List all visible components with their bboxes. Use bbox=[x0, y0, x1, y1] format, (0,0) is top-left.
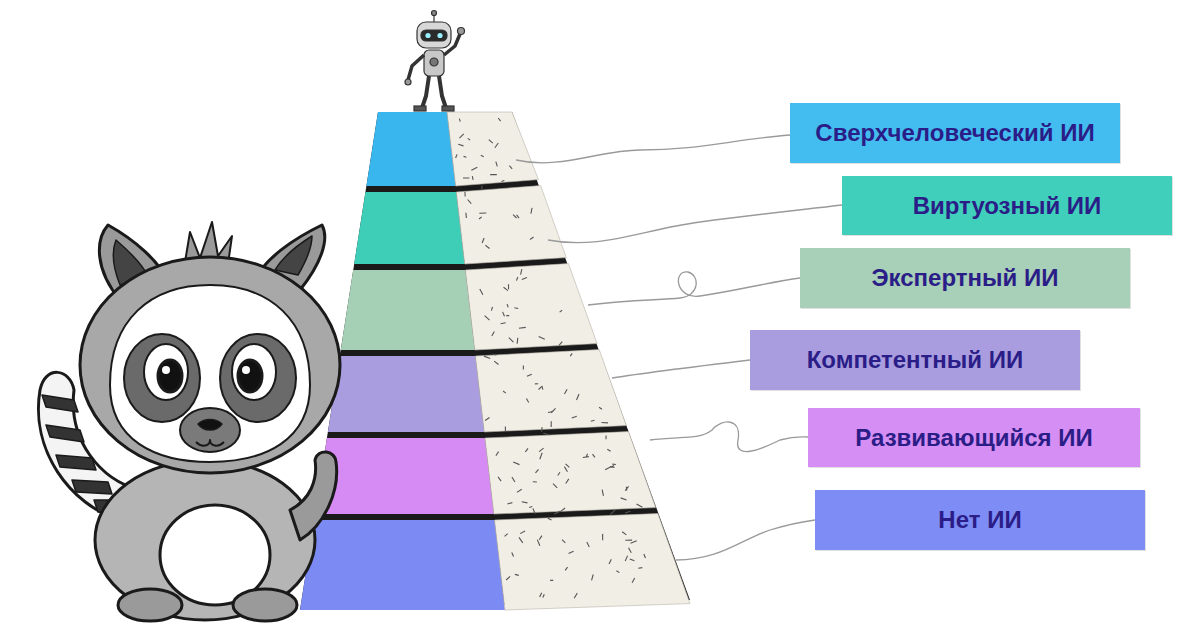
leader-line bbox=[676, 520, 815, 560]
level-label: Экспертный ИИ bbox=[872, 264, 1059, 292]
level-label-box: Сверхчеловеческий ИИ bbox=[790, 103, 1120, 163]
level-label: Виртуозный ИИ bbox=[913, 192, 1102, 220]
pyramid-side bbox=[447, 112, 538, 186]
pyramid-band bbox=[341, 270, 475, 350]
leader-line bbox=[548, 205, 842, 243]
pyramid bbox=[300, 112, 690, 610]
leader-line bbox=[650, 422, 808, 452]
leader-line bbox=[612, 360, 750, 378]
pyramid-band bbox=[354, 192, 465, 264]
lemur-mascot bbox=[38, 222, 340, 621]
pyramid-side bbox=[475, 350, 626, 432]
level-label: Компетентный ИИ bbox=[807, 346, 1024, 374]
level-label-box: Экспертный ИИ bbox=[800, 248, 1130, 308]
pyramid-side bbox=[495, 514, 690, 610]
pyramid-band bbox=[300, 520, 505, 610]
robot bbox=[405, 11, 465, 112]
level-label-box: Компетентный ИИ bbox=[750, 330, 1080, 390]
level-label-box: Развивающийся ИИ bbox=[808, 408, 1140, 467]
stone-texture bbox=[456, 118, 646, 598]
pyramid-band bbox=[366, 112, 455, 186]
level-label: Нет ИИ bbox=[938, 506, 1021, 534]
pyramid-band bbox=[328, 356, 484, 432]
pyramid-side bbox=[465, 264, 597, 350]
pyramid-seams bbox=[300, 112, 690, 610]
leader-line bbox=[588, 272, 800, 305]
pyramid-side bbox=[456, 186, 566, 264]
level-label-box: Виртуозный ИИ bbox=[842, 176, 1172, 235]
leader-line bbox=[516, 135, 790, 163]
level-label: Развивающийся ИИ bbox=[855, 424, 1092, 452]
level-label-box: Нет ИИ bbox=[815, 490, 1145, 550]
pyramid-band bbox=[315, 438, 494, 514]
level-label: Сверхчеловеческий ИИ bbox=[815, 119, 1094, 147]
pyramid-side bbox=[485, 432, 656, 514]
